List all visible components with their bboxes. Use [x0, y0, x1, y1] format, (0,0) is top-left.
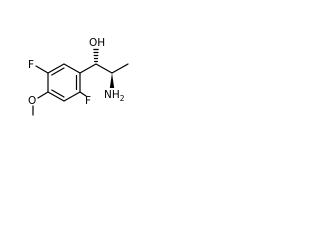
bond-ring-to-methoxy-oxygen — [37, 91, 49, 99]
ring-double-bond-c4-c5 — [51, 89, 65, 98]
wedge-bond-amine-carbon-nh2 — [109, 73, 115, 88]
hydroxyl-label: OH — [89, 37, 105, 49]
ring-bond-c6-c1 — [47, 63, 65, 74]
ring-double-bond-c6-c1 — [51, 67, 65, 76]
atom-labels: OH NH2 F F O — [28, 37, 125, 107]
bond-amine-carbon-to-methyl — [111, 63, 129, 74]
methoxy-oxygen-label: O — [28, 95, 36, 107]
substituent-bonds — [32, 65, 87, 116]
chemical-structure-diagram: OH NH2 F F O — [28, 37, 129, 116]
benzene-ring — [47, 63, 81, 102]
bond-ring-to-top-fluorine — [35, 65, 49, 74]
amino-label: NH2 — [104, 89, 125, 103]
bond-carbinol-to-amine-carbon — [95, 63, 113, 74]
amino-label-subscript: 2 — [120, 94, 125, 103]
side-chain — [79, 48, 129, 88]
ring-bond-c3-c4 — [63, 91, 81, 102]
top-fluorine-label: F — [28, 59, 34, 71]
bond-ring-to-carbinol — [79, 63, 97, 74]
ring-bond-c1-c2 — [63, 63, 81, 74]
ring-bond-c4-c5 — [47, 91, 65, 102]
bond-ring-to-bottom-fluorine — [79, 91, 87, 97]
bottom-fluorine-label: F — [85, 95, 91, 107]
amino-label-main: NH — [104, 89, 120, 101]
hashed-wedge-bond-carbinol-oh — [93, 48, 99, 63]
